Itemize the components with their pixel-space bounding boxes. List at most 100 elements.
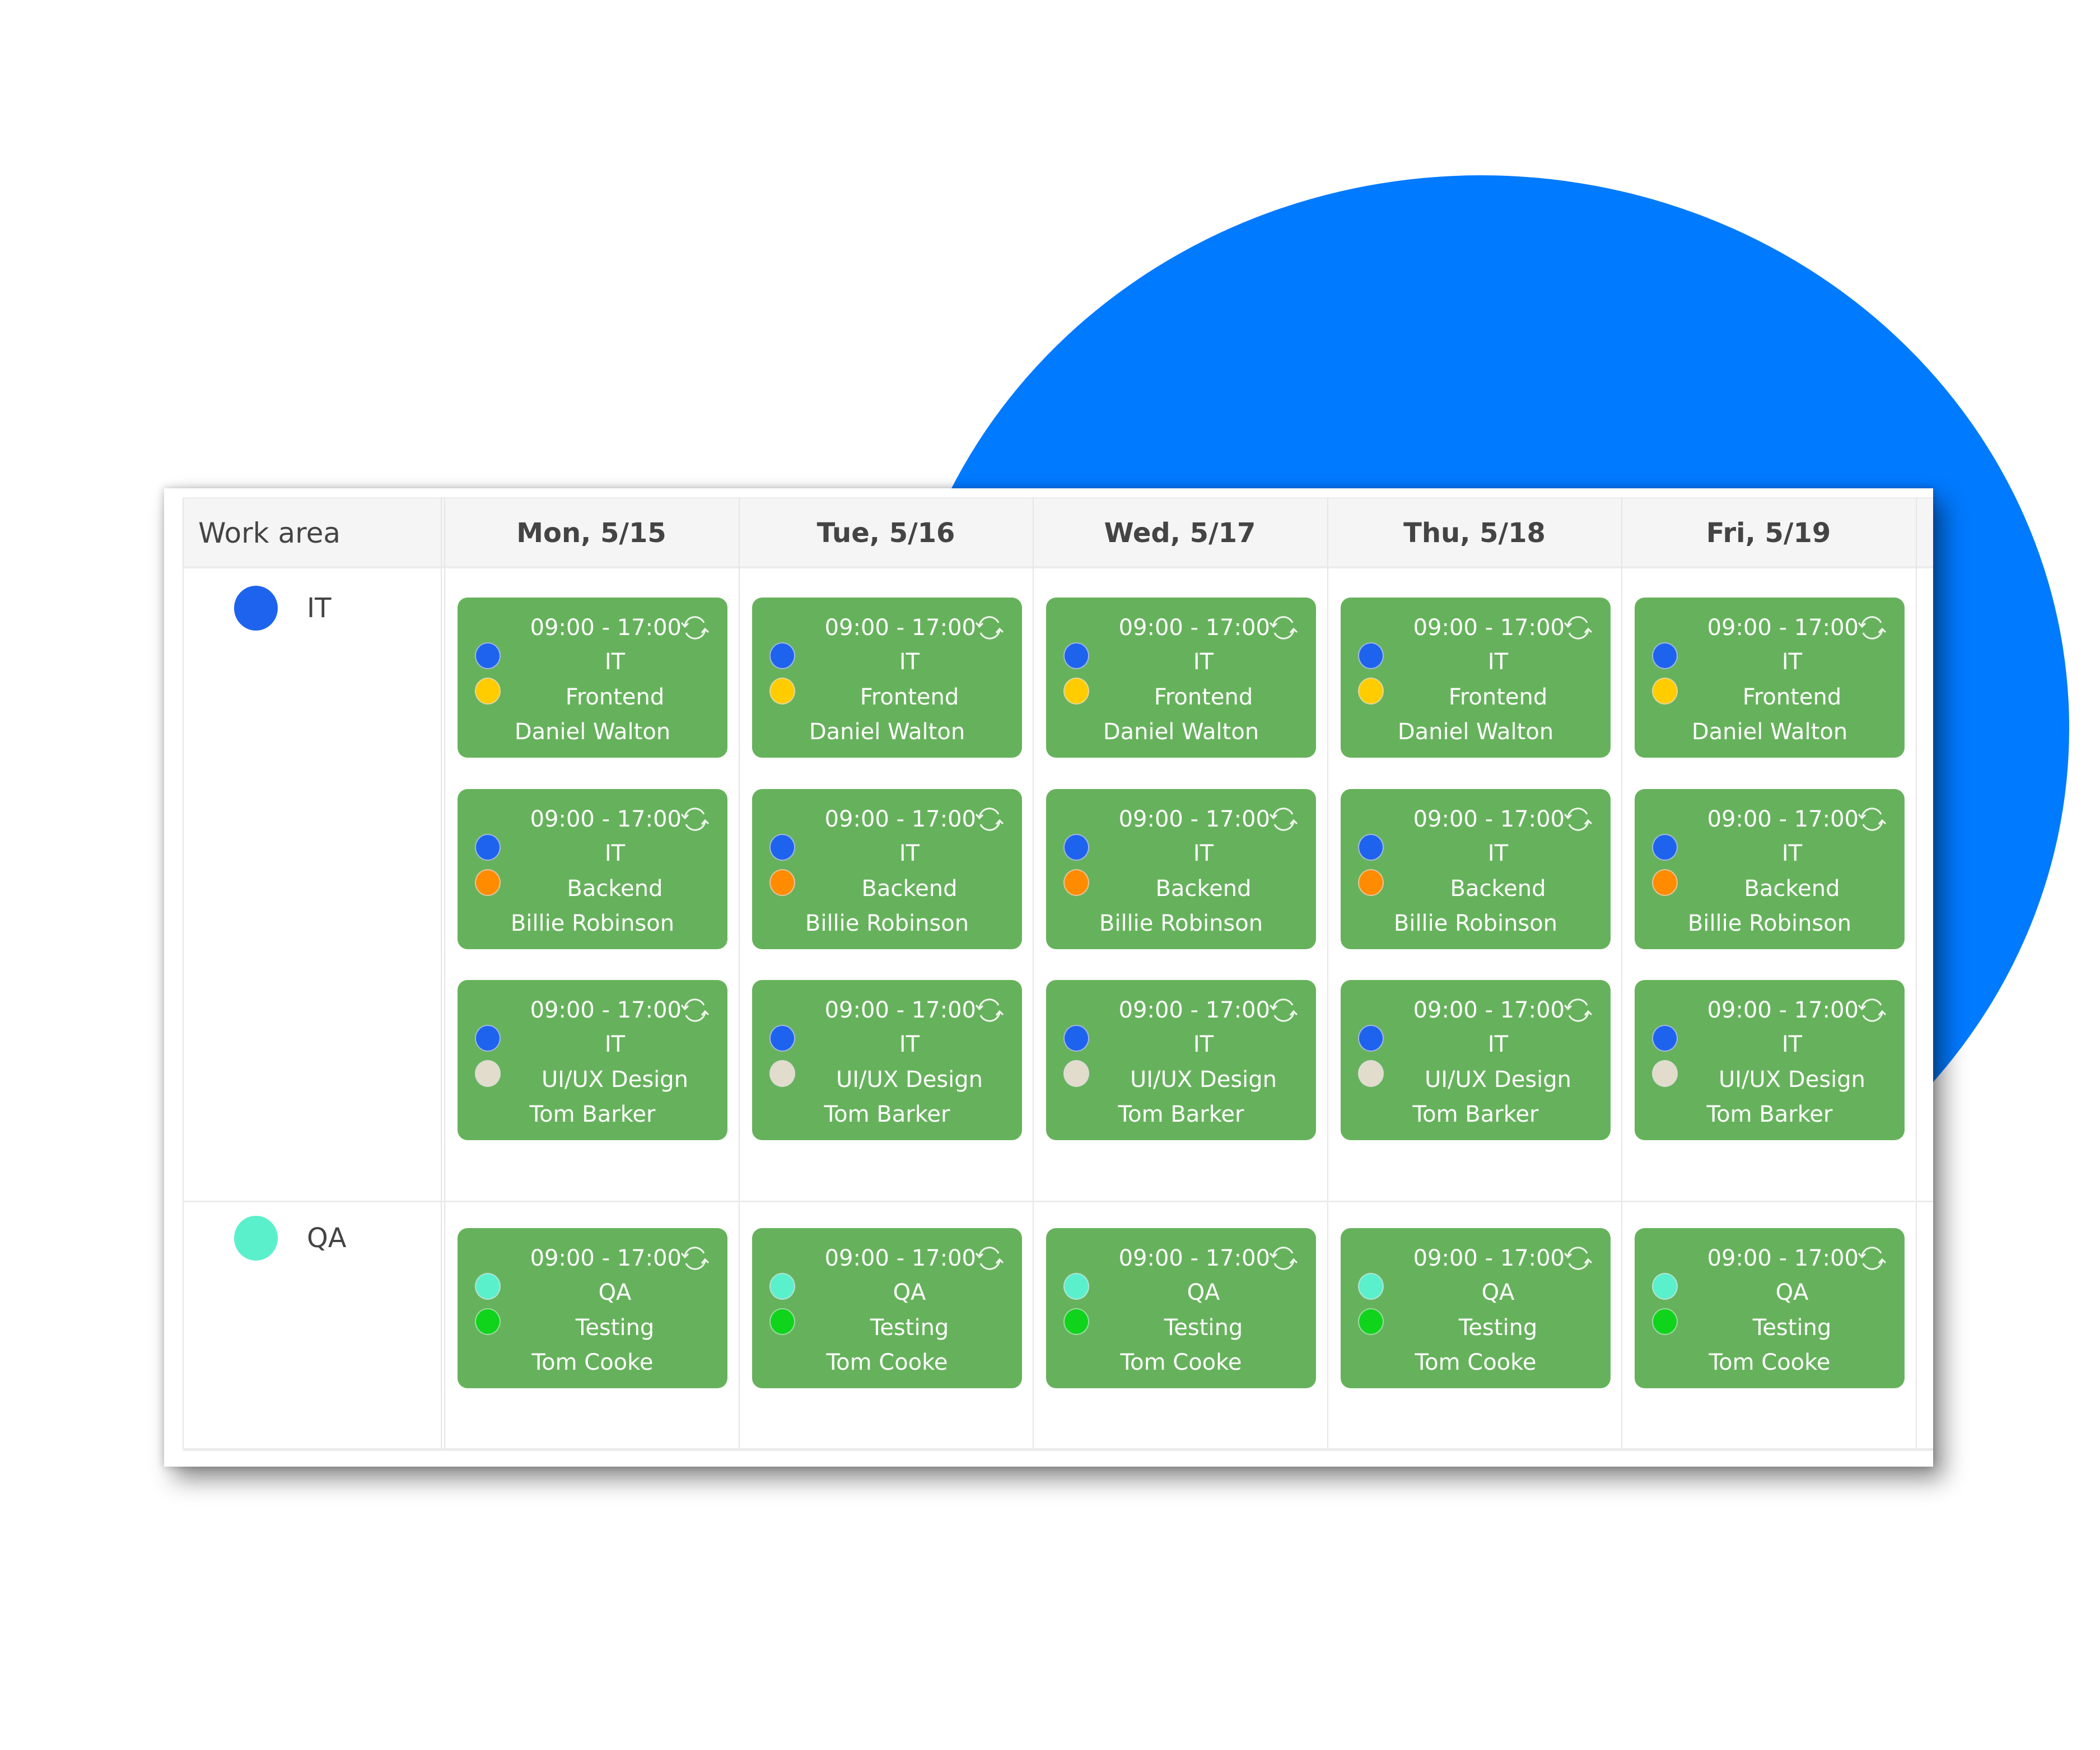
shift-person: Billie Robinson xyxy=(1687,911,1852,936)
shift-area: IT xyxy=(1193,649,1214,675)
role-color-dot xyxy=(769,1308,795,1335)
sync-icon[interactable] xyxy=(1562,1244,1594,1273)
shift-time: 09:00 - 17:00 xyxy=(1413,806,1565,832)
day-header-fri[interactable]: Fri, 5/19 xyxy=(1706,517,1831,549)
shift-card-it-fri[interactable]: 09:00 - 17:00 IT UI/UX Design Tom Barker xyxy=(1635,980,1905,1140)
shift-card-it-wed[interactable]: 09:00 - 17:00 IT Frontend Daniel Walton xyxy=(1046,598,1316,758)
role-color-dot xyxy=(475,869,501,896)
shift-role: UI/UX Design xyxy=(836,1067,983,1093)
area-color-dot xyxy=(475,1025,501,1052)
day-header-mon[interactable]: Mon, 5/15 xyxy=(516,517,666,549)
sync-icon[interactable] xyxy=(1268,1244,1299,1273)
shift-role: UI/UX Design xyxy=(1130,1067,1277,1093)
sync-icon[interactable] xyxy=(1856,613,1888,642)
area-label-it: IT xyxy=(234,586,331,631)
shift-card-qa-mon[interactable]: 09:00 - 17:00 QA Testing Tom Cooke xyxy=(458,1228,727,1388)
shift-card-it-mon[interactable]: 09:00 - 17:00 IT Frontend Daniel Walton xyxy=(458,598,727,758)
sync-icon[interactable] xyxy=(679,1244,711,1273)
area-label-qa: QA xyxy=(234,1216,347,1261)
shift-card-it-tue[interactable]: 09:00 - 17:00 IT Backend Billie Robinson xyxy=(752,789,1022,949)
sync-icon[interactable] xyxy=(1856,805,1888,834)
sync-icon[interactable] xyxy=(679,996,711,1025)
sync-icon[interactable] xyxy=(974,613,1005,642)
day-header-thu[interactable]: Thu, 5/18 xyxy=(1403,517,1546,549)
shift-time: 09:00 - 17:00 xyxy=(824,806,976,832)
shift-area: IT xyxy=(1487,1032,1509,1057)
grid-line xyxy=(183,568,184,1449)
sync-icon[interactable] xyxy=(1562,996,1594,1025)
sync-icon[interactable] xyxy=(1562,613,1594,642)
sync-icon[interactable] xyxy=(1268,805,1299,834)
shift-area: IT xyxy=(899,841,920,866)
role-color-dot xyxy=(769,678,795,704)
shift-person: Tom Cooke xyxy=(1415,1350,1537,1375)
shift-card-it-mon[interactable]: 09:00 - 17:00 IT UI/UX Design Tom Barker xyxy=(458,980,727,1140)
role-color-dot xyxy=(1652,1308,1678,1335)
qa-color-dot xyxy=(234,1216,278,1261)
shift-card-it-thu[interactable]: 09:00 - 17:00 IT UI/UX Design Tom Barker xyxy=(1341,980,1611,1140)
shift-person: Daniel Walton xyxy=(1691,719,1848,745)
sync-icon[interactable] xyxy=(679,805,711,834)
shift-card-it-thu[interactable]: 09:00 - 17:00 IT Frontend Daniel Walton xyxy=(1341,598,1611,758)
shift-card-it-tue[interactable]: 09:00 - 17:00 IT Frontend Daniel Walton xyxy=(752,598,1022,758)
sync-icon[interactable] xyxy=(1856,996,1888,1025)
area-name: IT xyxy=(307,592,332,624)
shift-role: Testing xyxy=(1164,1315,1243,1341)
shift-card-it-fri[interactable]: 09:00 - 17:00 IT Backend Billie Robinson xyxy=(1635,789,1905,949)
sync-icon[interactable] xyxy=(974,805,1005,834)
role-color-dot xyxy=(1652,869,1678,896)
shift-person: Tom Barker xyxy=(1706,1102,1833,1127)
role-color-dot xyxy=(1652,678,1678,704)
shift-card-qa-thu[interactable]: 09:00 - 17:00 QA Testing Tom Cooke xyxy=(1341,1228,1611,1388)
shift-area: IT xyxy=(1487,649,1509,675)
area-color-dot xyxy=(475,834,501,861)
shift-role: Backend xyxy=(1744,876,1840,902)
shift-card-it-mon[interactable]: 09:00 - 17:00 IT Backend Billie Robinson xyxy=(458,789,727,949)
sync-icon[interactable] xyxy=(1562,805,1594,834)
grid-line xyxy=(1916,497,1917,1449)
shift-role: Frontend xyxy=(1742,684,1842,710)
role-color-dot xyxy=(475,1060,501,1087)
area-color-dot xyxy=(1652,1273,1678,1300)
shift-role: Backend xyxy=(861,876,958,902)
shift-person: Tom Barker xyxy=(529,1102,656,1127)
grid-line xyxy=(1033,497,1034,1449)
shift-time: 09:00 - 17:00 xyxy=(824,997,976,1023)
shift-card-it-fri[interactable]: 09:00 - 17:00 IT Frontend Daniel Walton xyxy=(1635,598,1905,758)
shift-role: Frontend xyxy=(565,684,665,710)
grid-line xyxy=(444,497,445,1449)
shift-card-it-tue[interactable]: 09:00 - 17:00 IT UI/UX Design Tom Barker xyxy=(752,980,1022,1140)
shift-area: QA xyxy=(598,1280,632,1305)
shift-area: QA xyxy=(1775,1280,1809,1305)
sync-icon[interactable] xyxy=(679,613,711,642)
shift-card-qa-fri[interactable]: 09:00 - 17:00 QA Testing Tom Cooke xyxy=(1635,1228,1905,1388)
shift-person: Billie Robinson xyxy=(510,911,675,936)
shift-person: Billie Robinson xyxy=(1099,911,1263,936)
sync-icon[interactable] xyxy=(1856,1244,1888,1273)
area-color-dot xyxy=(475,1273,501,1300)
sync-icon[interactable] xyxy=(974,1244,1005,1273)
shift-person: Tom Cooke xyxy=(826,1350,948,1375)
sync-icon[interactable] xyxy=(974,996,1005,1025)
day-header-wed[interactable]: Wed, 5/17 xyxy=(1104,517,1256,549)
scroll-gutter xyxy=(1916,497,1933,568)
shift-card-it-wed[interactable]: 09:00 - 17:00 IT UI/UX Design Tom Barker xyxy=(1046,980,1316,1140)
shift-time: 09:00 - 17:00 xyxy=(824,1245,976,1271)
area-color-dot xyxy=(1652,642,1678,669)
shift-role: UI/UX Design xyxy=(541,1067,689,1093)
shift-card-it-thu[interactable]: 09:00 - 17:00 IT Backend Billie Robinson xyxy=(1341,789,1611,949)
table-header: Work area Mon, 5/15 Tue, 5/16 Wed, 5/17 … xyxy=(183,497,1916,568)
shift-area: IT xyxy=(604,1032,626,1057)
day-header-tue[interactable]: Tue, 5/16 xyxy=(816,517,955,549)
role-color-dot xyxy=(475,678,501,704)
sync-icon[interactable] xyxy=(1268,996,1299,1025)
shift-role: Testing xyxy=(1458,1315,1538,1341)
shift-card-it-wed[interactable]: 09:00 - 17:00 IT Backend Billie Robinson xyxy=(1046,789,1316,949)
role-color-dot xyxy=(1063,869,1089,896)
sync-icon[interactable] xyxy=(1268,613,1299,642)
shift-card-qa-tue[interactable]: 09:00 - 17:00 QA Testing Tom Cooke xyxy=(752,1228,1022,1388)
area-color-dot xyxy=(769,834,795,861)
role-color-dot xyxy=(769,1060,795,1087)
shift-role: Testing xyxy=(1752,1315,1832,1341)
shift-card-qa-wed[interactable]: 09:00 - 17:00 QA Testing Tom Cooke xyxy=(1046,1228,1316,1388)
